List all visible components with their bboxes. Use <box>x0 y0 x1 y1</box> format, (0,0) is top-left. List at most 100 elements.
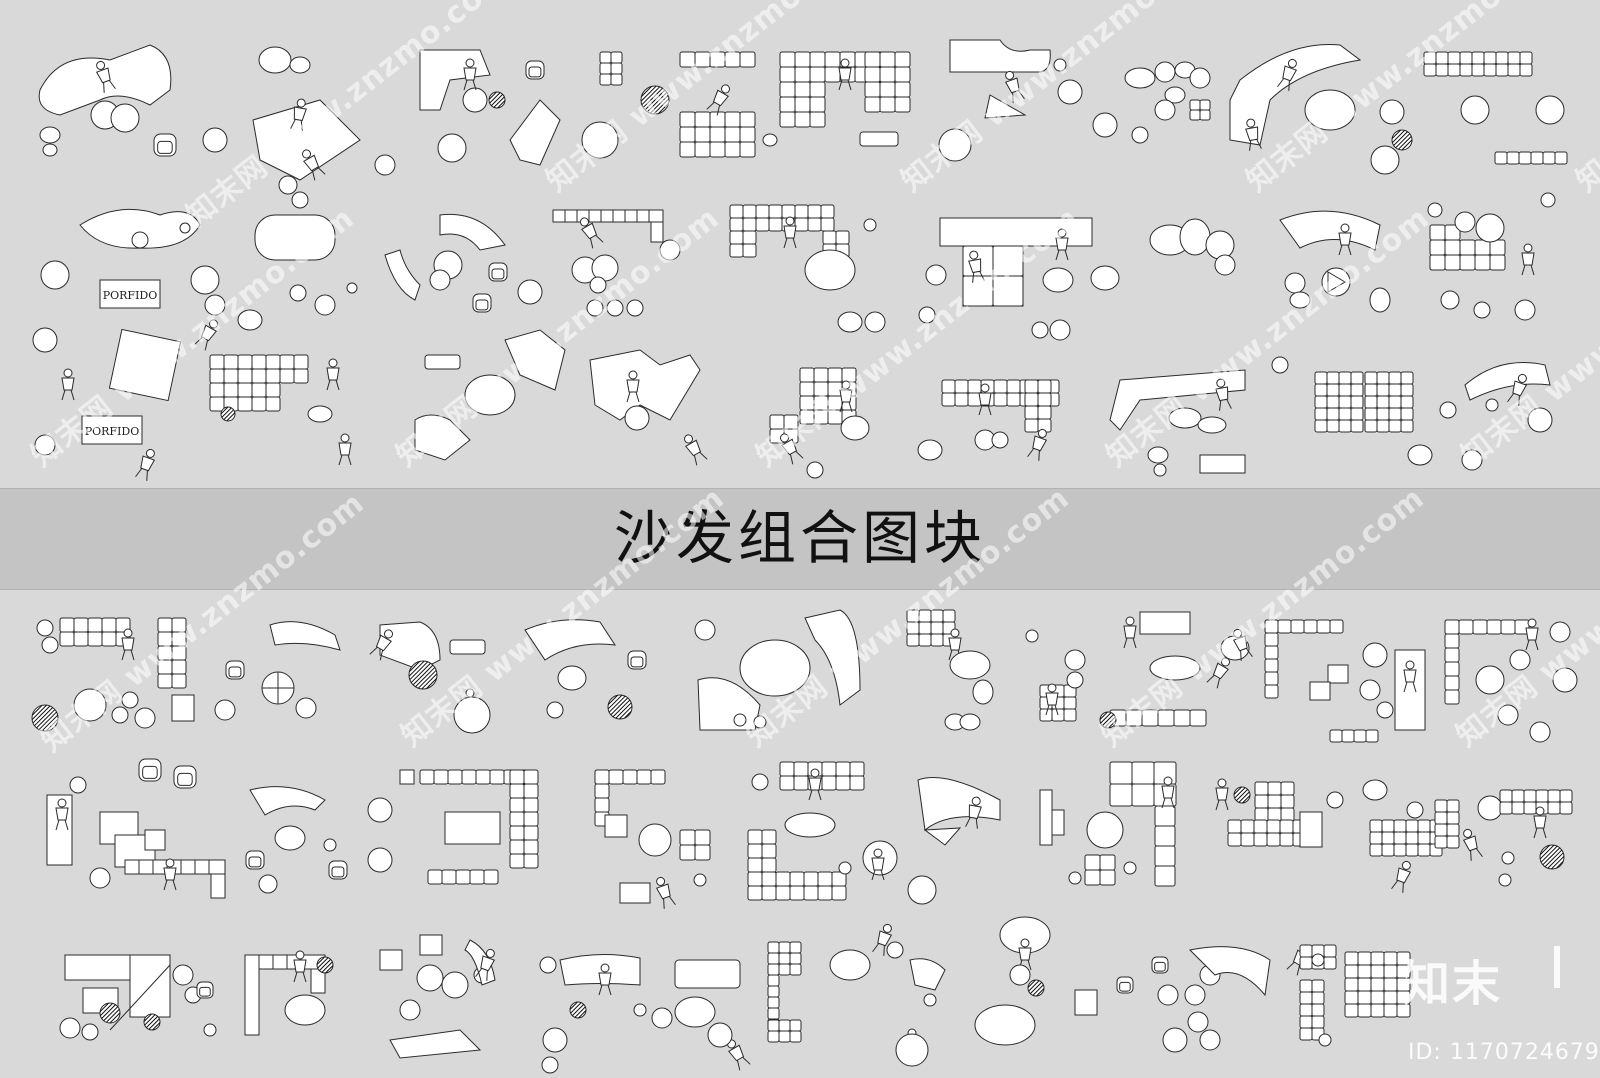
sofa-module <box>1227 832 1242 847</box>
ottoman-icon <box>144 829 166 851</box>
sofa-module <box>679 111 696 128</box>
sofa-module <box>724 141 741 158</box>
sofa-module <box>679 51 696 68</box>
leg <box>880 869 885 881</box>
sofa-module <box>1559 789 1573 803</box>
side-table-icon <box>202 127 228 153</box>
leg <box>486 970 488 981</box>
leg <box>1347 244 1352 256</box>
sofa-module <box>778 963 791 976</box>
leg <box>130 649 135 661</box>
rug-stripe <box>1544 849 1563 868</box>
ottoman-icon <box>1131 126 1149 144</box>
ottoman-icon <box>925 264 947 286</box>
sofa-module <box>73 617 89 633</box>
side-table-icon <box>399 769 415 785</box>
sofa-module <box>293 368 309 384</box>
sofa-module <box>237 396 253 412</box>
sofa-module <box>813 367 829 383</box>
rug-stripe <box>608 695 626 713</box>
ottoman-icon <box>1439 401 1457 419</box>
person-figure-icon <box>1123 616 1137 649</box>
sofa-module <box>1489 254 1506 271</box>
ottoman-icon <box>606 299 624 317</box>
ottoman-icon <box>323 838 337 852</box>
sofa-module <box>694 111 711 128</box>
sofa-module <box>1499 801 1513 815</box>
sofa-module <box>849 761 865 777</box>
sofa-right <box>509 769 539 869</box>
leg <box>135 468 143 478</box>
body <box>1045 692 1059 706</box>
leg <box>1161 797 1166 809</box>
sofa-module <box>1099 854 1116 871</box>
sofa-module <box>879 96 896 113</box>
sofa-module <box>729 243 744 258</box>
sofa-module <box>894 51 911 68</box>
sofa-module <box>1326 407 1340 421</box>
sofa-module <box>1547 789 1561 803</box>
sofa-module <box>835 775 851 791</box>
sofa-module <box>1024 405 1039 420</box>
sofa-module <box>1523 789 1537 803</box>
person-figure-icon <box>978 383 992 416</box>
sofa-module <box>778 941 791 954</box>
modular-sofa-l <box>767 1019 802 1043</box>
sofa-module <box>747 857 763 873</box>
sofa-module <box>1417 843 1431 857</box>
modular-sofa-side <box>157 617 187 689</box>
ottoman-icon <box>557 665 587 691</box>
sofa-module <box>799 395 815 411</box>
rug-stripe <box>1104 716 1116 728</box>
ottoman-icon <box>367 847 393 873</box>
ottoman-icon <box>1271 356 1289 374</box>
divider-line <box>109 964 171 1031</box>
sofa-module <box>694 844 711 861</box>
person-figure-icon <box>626 370 640 403</box>
sofa-module <box>1290 619 1305 634</box>
sofa-module <box>1383 964 1398 979</box>
rug-stripe <box>38 711 57 730</box>
rug-stripe <box>408 660 425 677</box>
sofa-module <box>1264 658 1279 673</box>
round-table-icon <box>73 688 107 722</box>
rug-stripe <box>1540 845 1558 863</box>
body <box>1055 237 1069 251</box>
round-table-icon <box>416 964 444 992</box>
sofa-module <box>1189 709 1207 727</box>
leg <box>839 401 844 413</box>
leg <box>883 945 885 956</box>
ottoman-icon <box>1540 192 1556 208</box>
curved-sofa <box>1229 43 1362 146</box>
modular-sofa-top <box>729 204 835 232</box>
sofa-module <box>1472 619 1488 635</box>
leg <box>598 984 603 996</box>
sofa-module <box>1006 392 1021 407</box>
leg <box>1277 78 1285 88</box>
sofa-module <box>1519 51 1533 65</box>
sofa-module <box>1131 761 1155 785</box>
rug-stripe <box>493 96 505 108</box>
sofa-module <box>1341 729 1355 743</box>
round-table-icon <box>1009 964 1031 986</box>
sofa-module <box>778 952 791 965</box>
modular-sofa-cluster <box>209 354 309 384</box>
leg <box>847 79 852 91</box>
leg <box>795 450 804 459</box>
ottoman-icon <box>1427 202 1443 218</box>
oval-rug-icon <box>739 639 811 697</box>
sofa-module <box>1357 977 1372 992</box>
leg <box>1038 450 1040 461</box>
rug-stripe <box>1029 981 1043 995</box>
rug-stripe <box>1242 795 1251 804</box>
head <box>302 149 311 159</box>
leg <box>872 943 880 953</box>
curved-sofa <box>917 777 1001 831</box>
sofa-module <box>1350 419 1364 433</box>
sofa-module <box>1495 63 1509 77</box>
rug-stripe <box>607 694 618 705</box>
sofa-module <box>820 217 835 232</box>
sofa-module <box>1507 63 1521 77</box>
ottoman-icon <box>651 1007 673 1029</box>
sofa-module <box>809 51 826 68</box>
